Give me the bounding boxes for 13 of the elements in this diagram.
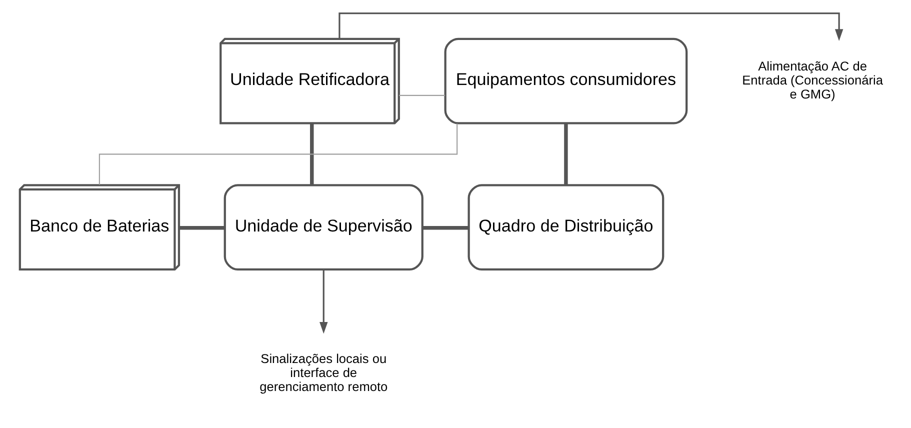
connector [98, 123, 458, 184]
connector [398, 94, 445, 96]
connector [178, 225, 224, 230]
arrow [338, 12, 843, 40]
arrow [319, 269, 328, 334]
connector [422, 225, 468, 230]
node-box: Unidade de Supervisão [223, 184, 423, 270]
node-box: Equipamentos consumidores [444, 37, 688, 124]
node-text: Sinalizações locais ou interface de gerenciamento remoto [259, 350, 388, 394]
connector [564, 122, 568, 185]
node-box: Quadro de Distribuição [467, 184, 664, 270]
connector [310, 122, 314, 185]
node-text: Alimentação AC de Entrada (Concessionária e GMG) [742, 58, 882, 101]
